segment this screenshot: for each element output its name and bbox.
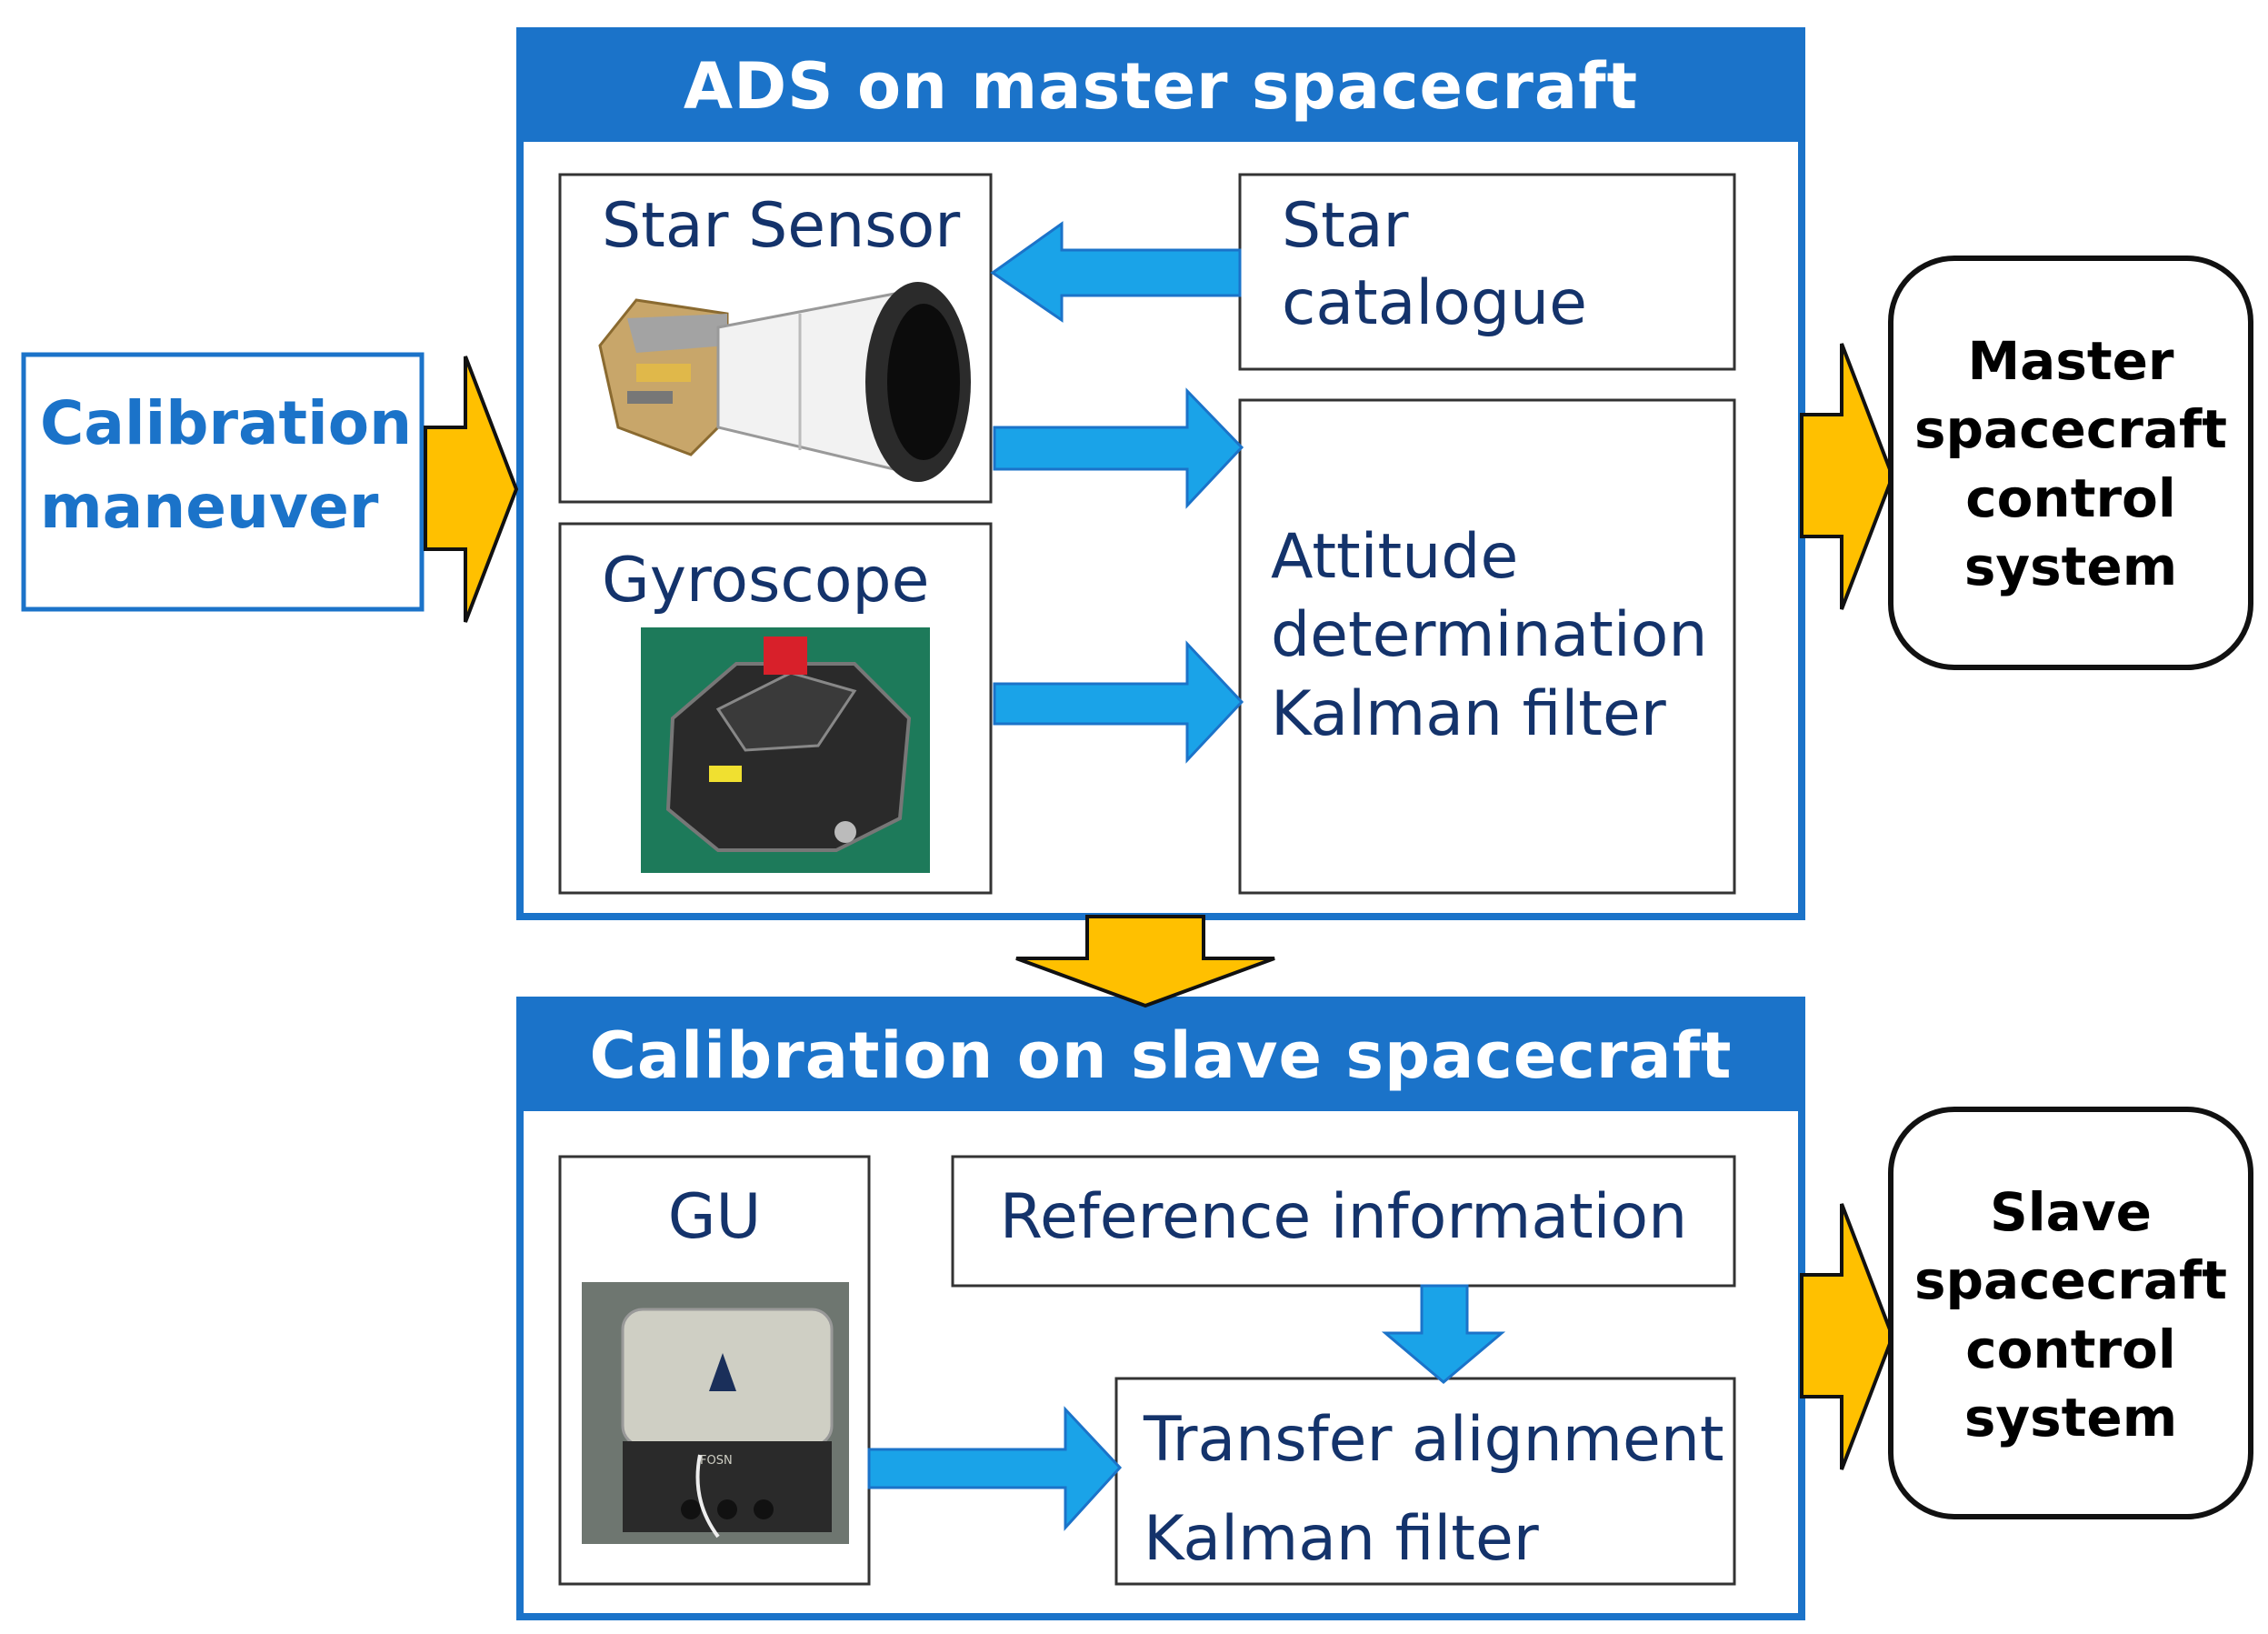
arrow-maneuver-to-ads <box>424 356 519 623</box>
arrow-gyro-to-kalman <box>993 640 1244 764</box>
master-ads-title: ADS on master spacecraft <box>683 49 1639 124</box>
arrow-reference-to-transfer <box>1381 1284 1506 1384</box>
arrow-ads-to-slave-calibration <box>1015 915 1275 1008</box>
slave-control-box <box>1888 1107 2253 1519</box>
star-sensor-label: Star Sensor <box>602 190 961 262</box>
master-control-box <box>1888 256 2253 670</box>
arrow-catalogue-to-sensor <box>990 221 1242 323</box>
gu-label: GU <box>667 1181 762 1253</box>
slave-calibration-header-bar <box>516 997 1805 1111</box>
gyroscope-photo <box>641 627 930 873</box>
gu-device-photo: FOSN <box>582 1282 849 1544</box>
arrow-gu-to-transfer <box>867 1406 1123 1531</box>
arrow-ads-to-master-control <box>1800 343 1895 610</box>
star-catalogue-label: Star catalogue <box>1282 190 1587 339</box>
slave-control-label: Slave spacecraft control system <box>1914 1181 2227 1449</box>
star-catalogue-box <box>1238 173 1736 371</box>
calibration-maneuver-box <box>21 352 425 612</box>
attitude-kalman-label: Attitude determination Kalman filter <box>1271 521 1708 750</box>
reference-info-label: Reference information <box>999 1181 1688 1253</box>
gu-device-logo: FOSN <box>700 1454 733 1468</box>
master-header-band <box>516 105 1805 142</box>
arrow-slave-to-slave-control <box>1800 1203 1895 1470</box>
transfer-alignment-label: Transfer alignment Kalman filter <box>1144 1404 1724 1575</box>
calibration-maneuver-label: Calibration maneuver <box>40 388 413 543</box>
master-control-label: Master spacecraft control system <box>1914 330 2227 598</box>
attitude-kalman-box <box>1238 398 1736 895</box>
reference-info-box <box>951 1155 1736 1288</box>
transfer-alignment-box <box>1114 1377 1736 1586</box>
star-sensor-photo <box>598 282 971 482</box>
arrow-sensor-to-kalman <box>993 387 1244 509</box>
slave-calibration-title: Calibration on slave spacecraft <box>589 1018 1733 1093</box>
gyroscope-label: Gyroscope <box>602 545 930 617</box>
